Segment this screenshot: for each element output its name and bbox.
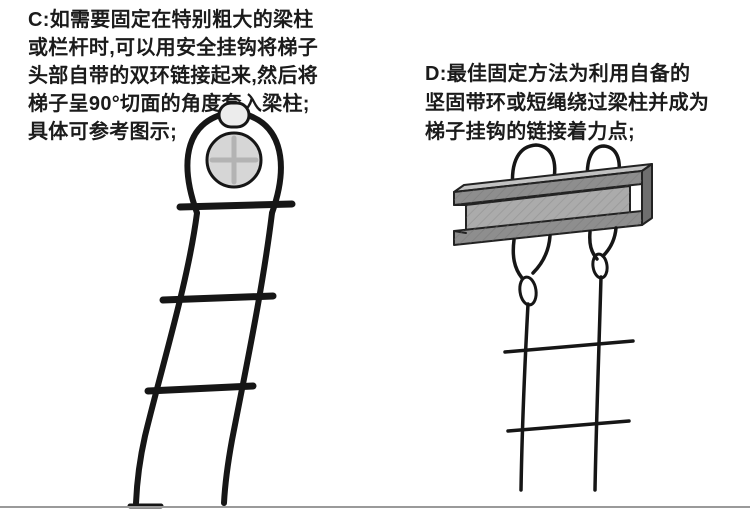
- ladder-rung-2: [159, 292, 277, 304]
- i-beam-left-end-profile: [453, 204, 467, 234]
- strap-right-top-arc: [585, 144, 621, 186]
- section-c-line-5: 具体可参考图示;: [28, 121, 178, 143]
- section-c-text: C:如需要固定在特别粗大的梁柱 或栏杆时,可以用安全挂钩将梯子 头部自带的双环链…: [28, 6, 318, 146]
- section-c-line-3: 头部自带的双环链接起来,然后将: [28, 65, 319, 87]
- hanging-ladder-rung-2: [506, 419, 631, 433]
- section-d-line-3: 梯子挂钩的链接着力点;: [425, 121, 635, 143]
- i-beam: [453, 163, 653, 246]
- strap-right-tail-b: [601, 226, 618, 258]
- ladder-rung-1: [176, 200, 296, 211]
- strap-left-top-arc: [510, 143, 557, 192]
- section-c-line-2: 或栏杆时,可以用安全挂钩将梯子: [28, 37, 319, 59]
- i-beam-hatch-web: [466, 186, 630, 233]
- figure-c-ladder-around-column: [127, 101, 296, 509]
- section-d-line-2: 坚固带环或短绳绕过梁柱并成为: [425, 92, 710, 114]
- hanging-ladder-rail-left: [519, 302, 530, 492]
- i-beam-hatch-top: [454, 171, 642, 205]
- ladder-rail-right: [221, 210, 275, 506]
- i-beam-hatch-bottom: [454, 211, 642, 245]
- i-beam-right-end-face: [641, 163, 653, 226]
- section-d-line-1: D:最佳固定方法为利用自备的: [425, 63, 691, 85]
- column-shading: [209, 135, 259, 185]
- ladder-rung-3: [144, 382, 257, 395]
- section-d-text: D:最佳固定方法为利用自备的 坚固带环或短绳绕过梁柱并成为 梯子挂钩的链接着力点…: [425, 60, 709, 147]
- ladder-rail-left: [133, 210, 200, 506]
- figure-d-straps-over-beam: [453, 143, 653, 492]
- hook-ring-right: [591, 252, 609, 280]
- section-c-line-1: C:如需要固定在特别粗大的梁柱: [28, 9, 314, 31]
- strap-left-tail-a: [511, 238, 524, 280]
- hanging-ladder-rung-1: [503, 339, 635, 354]
- hook-ring-left: [518, 275, 538, 307]
- hanging-ladder-rail-right: [593, 275, 603, 492]
- strap-left-tail-b: [531, 234, 552, 275]
- page-bottom-border: [0, 506, 750, 508]
- top-shackle-icon: [217, 101, 251, 129]
